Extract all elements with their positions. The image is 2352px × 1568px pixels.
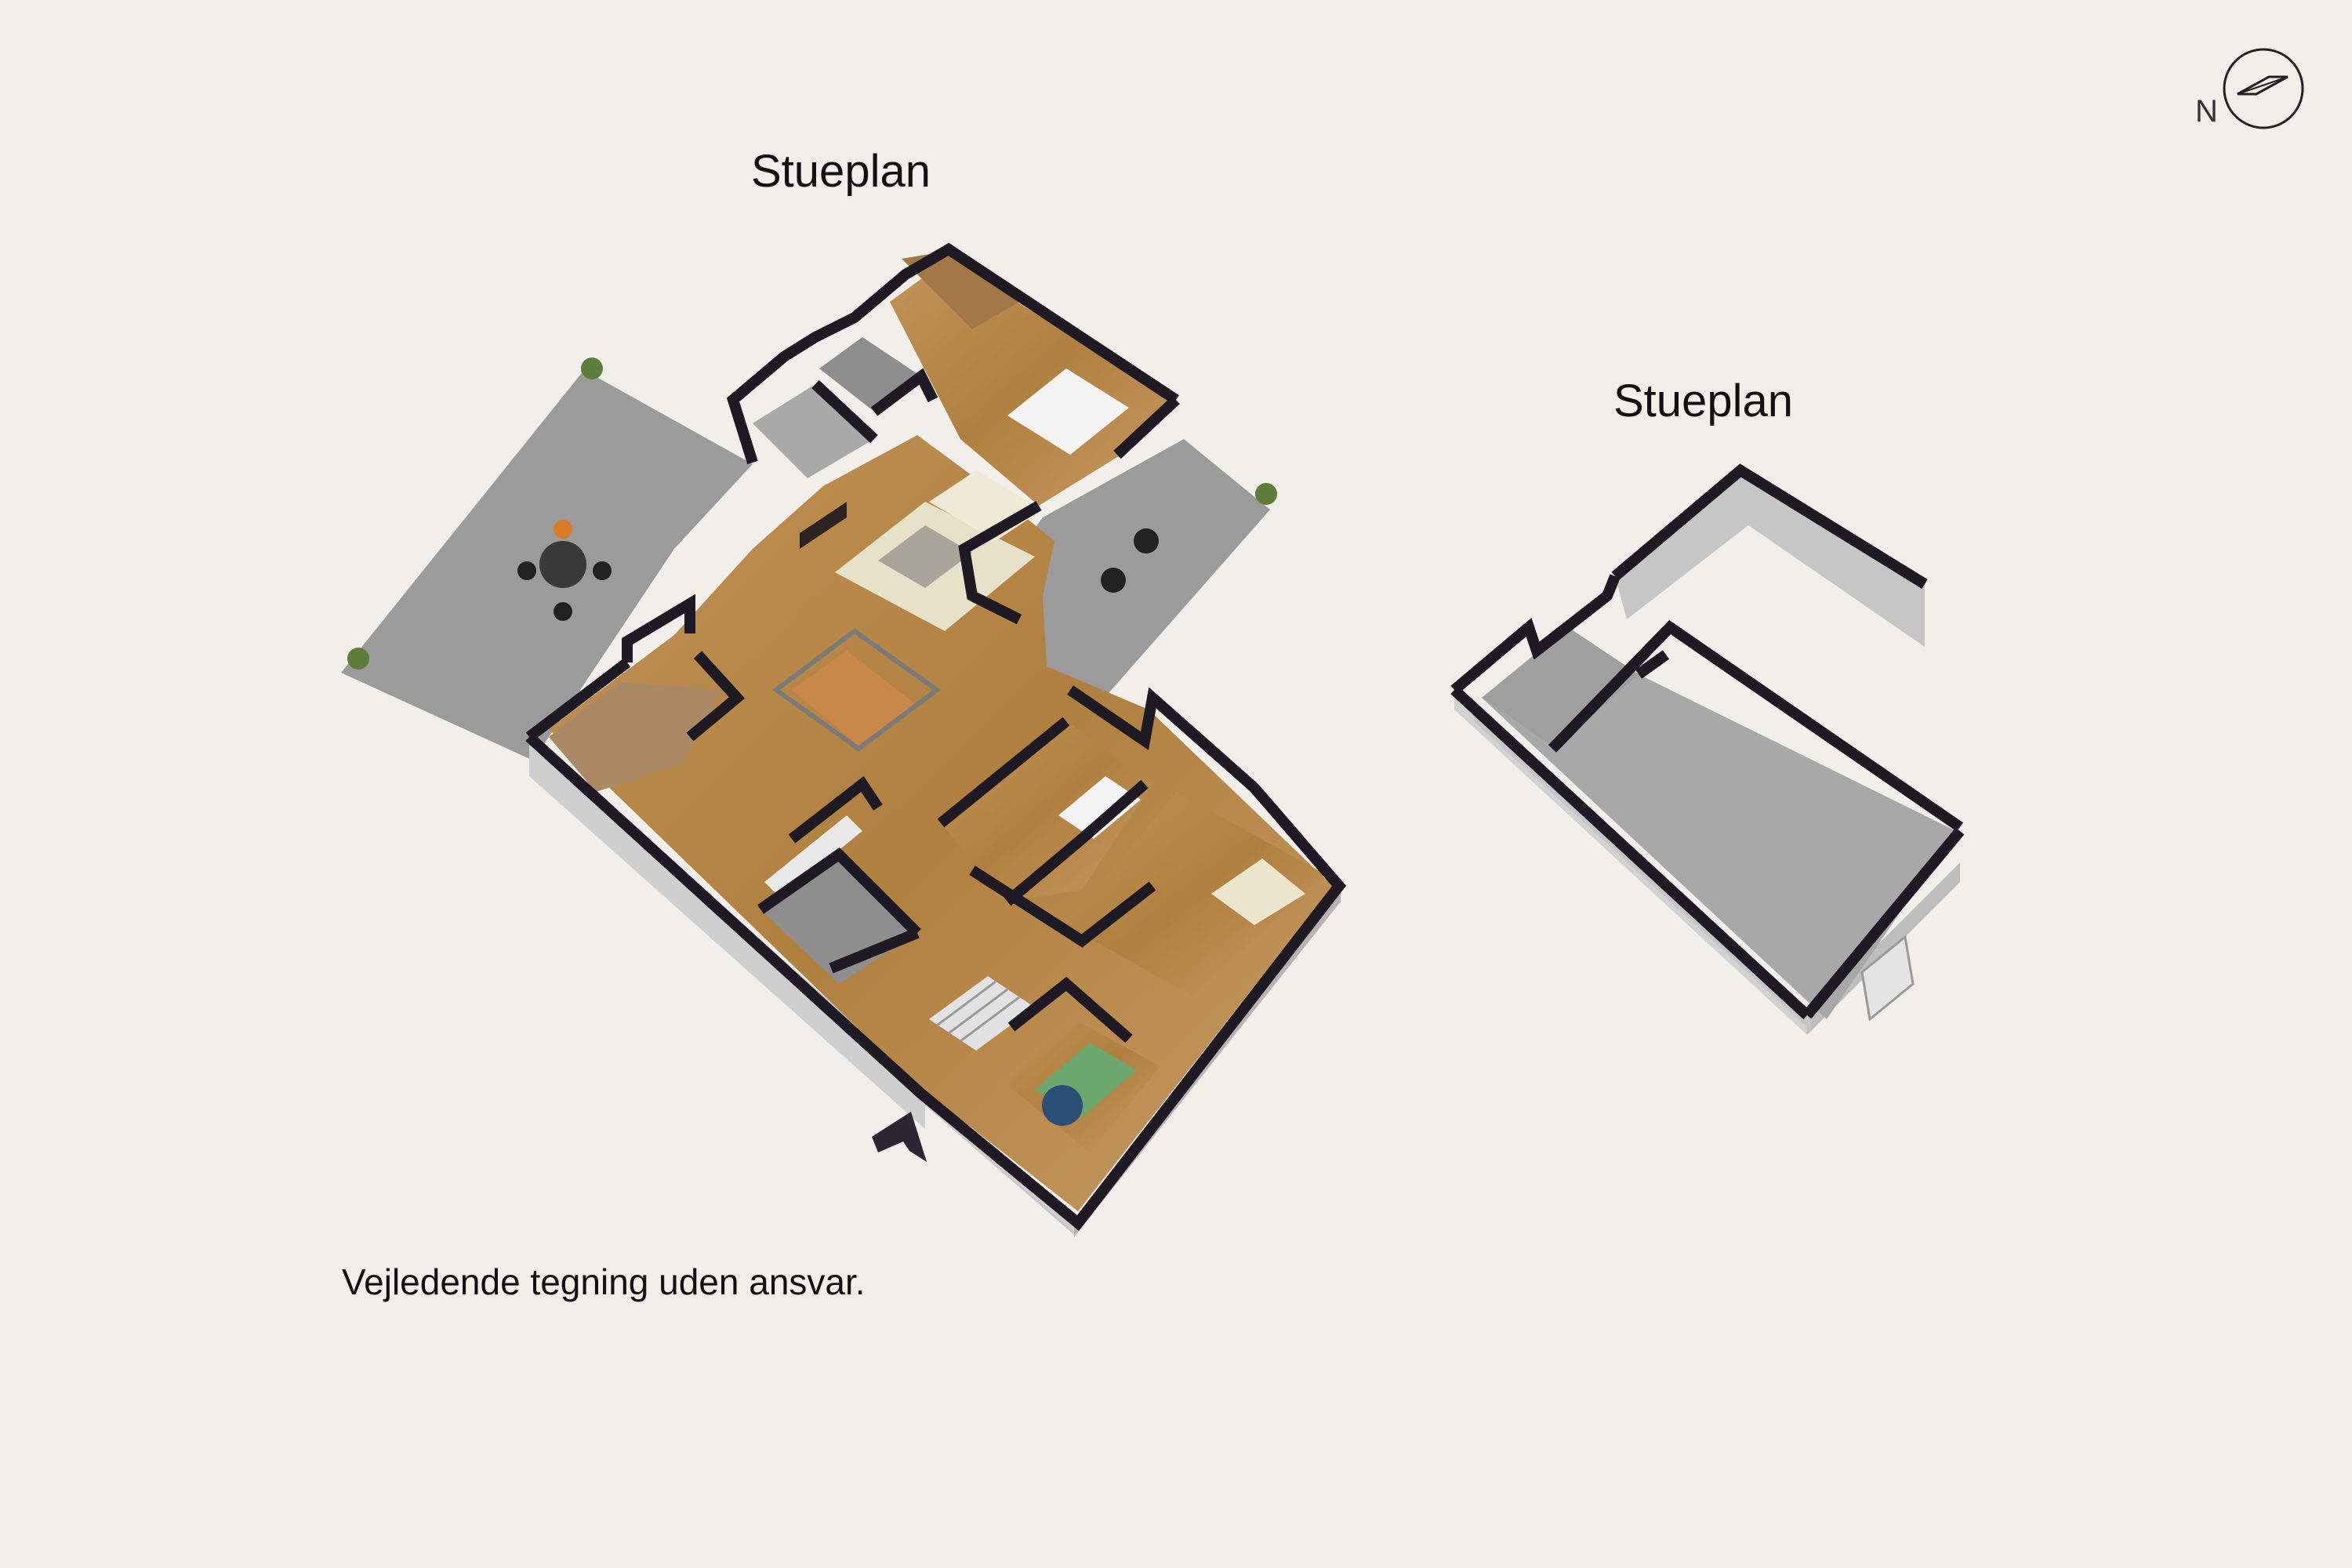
compass-icon [2223, 48, 2304, 129]
laundry-floor [549, 682, 721, 792]
facade-west-face [529, 741, 925, 1129]
bed-east [1058, 776, 1141, 839]
garage-floor [1482, 627, 1956, 1019]
patio-chair-east-1 [1134, 528, 1159, 554]
tv-bench [800, 502, 847, 549]
kids-rug-circle [1042, 1085, 1083, 1126]
walk-in-closet-floor [902, 251, 1019, 329]
patio-chair-east-2 [1101, 568, 1126, 593]
garage-floor-plan [1450, 463, 1965, 1035]
patio-chair-3 [593, 561, 612, 580]
main-plan-title: Stueplan [751, 146, 931, 197]
patio-chair-4 [554, 602, 572, 621]
patio-chair-1 [554, 520, 572, 539]
bedroom-southeast-floor [1066, 792, 1325, 996]
plant-1 [581, 358, 603, 379]
storage-room-floor [1482, 627, 1639, 749]
coffee-table [878, 525, 972, 588]
compass-north-label: N [2195, 94, 2218, 129]
plant-3 [347, 648, 369, 670]
utility-room-floor [753, 384, 874, 478]
garage-plan-title: Stueplan [1613, 376, 1793, 426]
patio-table [539, 541, 586, 588]
bed-southeast [1211, 858, 1305, 925]
entrance-arrow-icon [872, 1112, 927, 1162]
disclaimer-text: Vejledende tegning uden ansvar. [342, 1261, 866, 1302]
walls [525, 242, 1347, 1231]
kitchen-counter [764, 815, 862, 898]
main-floor-plan [341, 242, 1347, 1237]
garage-door [1860, 935, 1915, 1022]
dining-table [792, 651, 917, 749]
master-bed [1007, 368, 1129, 455]
dining-rug [771, 628, 942, 752]
bedroom-east-floor [941, 721, 1152, 902]
garage-walls [1450, 574, 1965, 1020]
master-bedroom-floor [890, 259, 1172, 506]
patio-chair-2 [517, 561, 536, 580]
garage-wall-upper [1611, 463, 1928, 589]
plant-2 [1255, 483, 1277, 505]
stairs [929, 976, 1035, 1051]
